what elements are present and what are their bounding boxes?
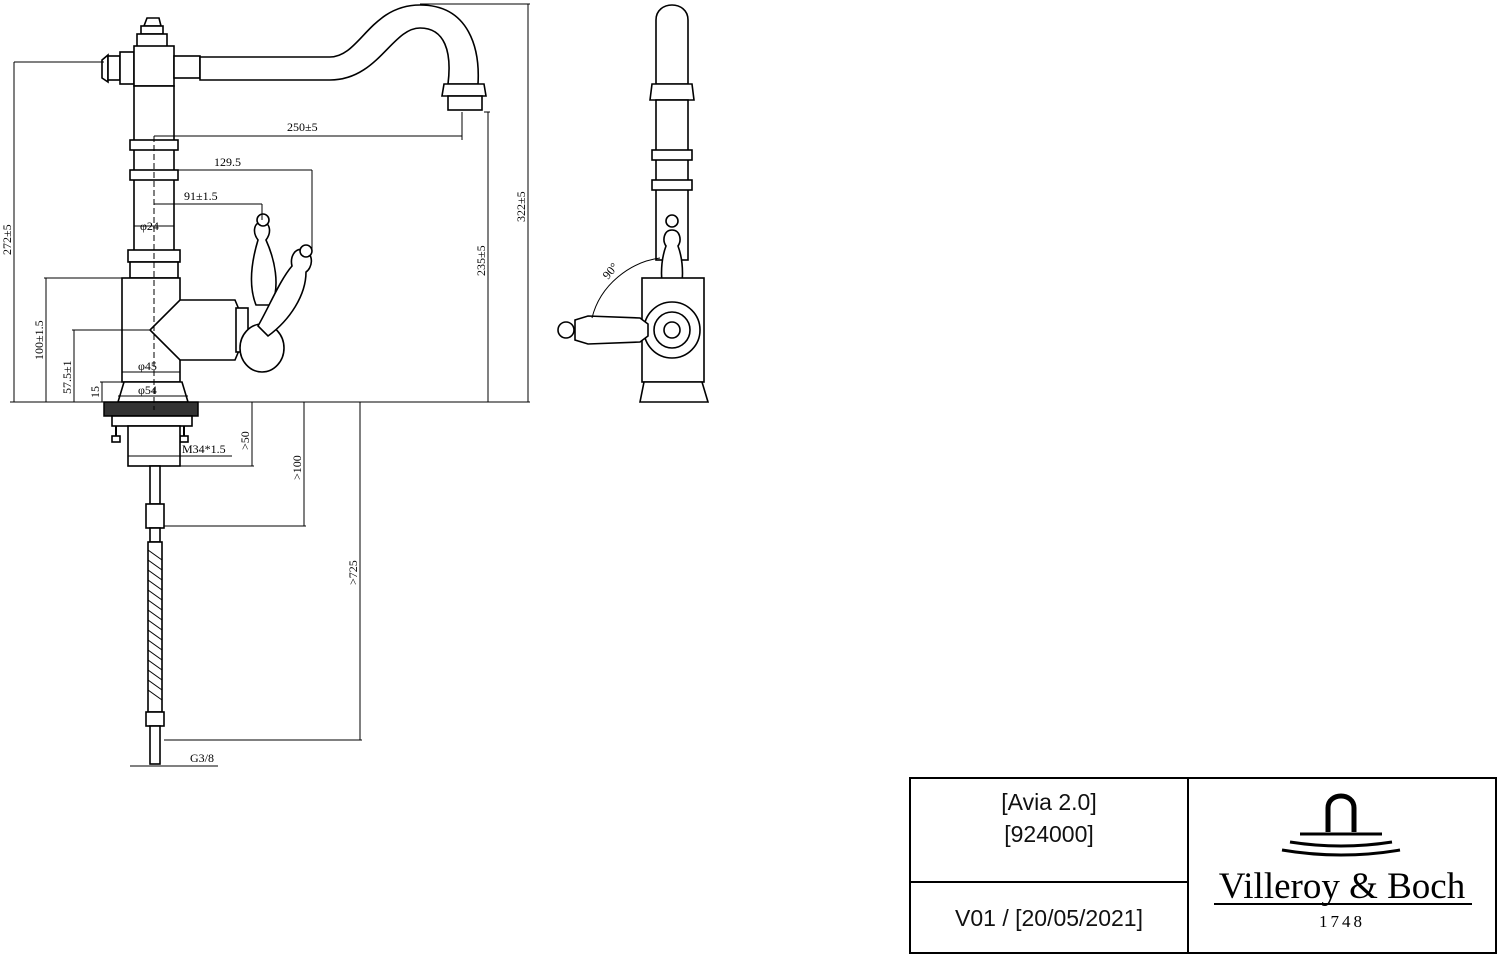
product-code: [924000] [1004, 821, 1094, 847]
faucet-icon [1325, 793, 1357, 832]
dim-spout-outlet-height: 235±5 [474, 245, 488, 276]
title-block: [Avia 2.0] [924000] V01 / [20/05/2021] V… [909, 777, 1497, 954]
brand-logo: Villeroy & Boch 1748 [1214, 793, 1472, 931]
dim-lever-reach: 129.5 [214, 155, 241, 169]
side-view-dimensions: 250±5 129.5 91±1.5 φ24 φ45 φ54 M34*1.5 G… [0, 3, 530, 767]
dim-hose-thread: G3/8 [190, 751, 214, 765]
dim-spout-reach: 250±5 [287, 120, 318, 134]
dim-lever-offset: 91±1.5 [184, 189, 218, 203]
dim-thread: M34*1.5 [182, 442, 226, 456]
dim-body-diameter: φ45 [138, 359, 157, 373]
dim-base-height: 100±1.5 [32, 320, 46, 360]
dim-base-diameter: φ54 [138, 383, 157, 397]
dim-shank-length: >50 [238, 431, 252, 450]
front-view: 90° [557, 4, 710, 403]
product-name: [Avia 2.0] [1001, 789, 1096, 815]
dim-lever-rotation: 90° [600, 260, 622, 282]
dim-height-total: 322±5 [514, 191, 528, 222]
version-date: V01 / [20/05/2021] [955, 905, 1143, 931]
dim-lever-axis-height: 57.5±1 [60, 360, 74, 394]
brand-since: 1748 [1319, 912, 1365, 931]
side-view [101, 4, 487, 765]
dim-plinth-height: 15 [88, 386, 102, 398]
dim-shank-length-2: >100 [290, 455, 304, 480]
dim-hose-length: >725 [346, 560, 360, 585]
dim-height-body: 272±5 [0, 224, 14, 255]
brand-name: Villeroy & Boch [1219, 866, 1466, 907]
dim-stem-diameter: φ24 [140, 219, 159, 233]
